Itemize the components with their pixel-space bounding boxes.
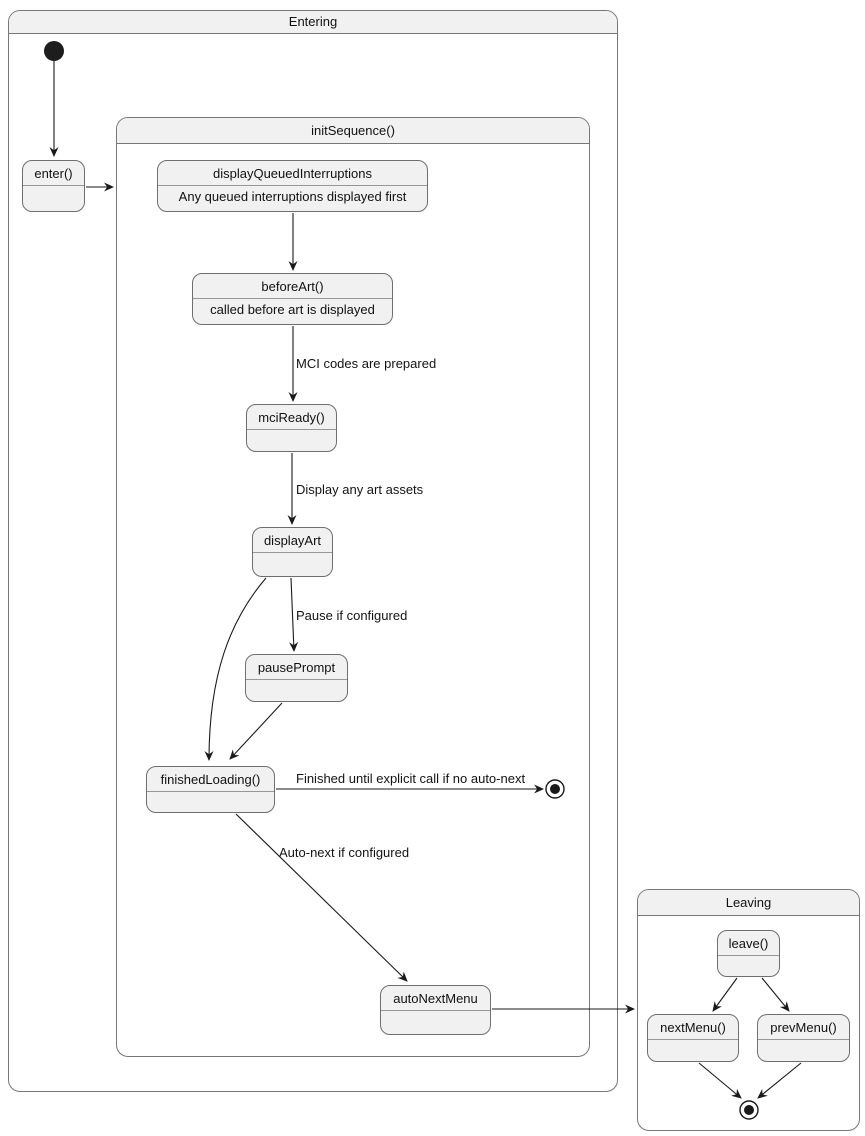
state-mci-ready-body <box>247 430 336 451</box>
state-auto-next-menu: autoNextMenu <box>380 985 491 1035</box>
state-pause-prompt-title: pausePrompt <box>246 655 347 680</box>
state-display-queued-interruptions-body: Any queued interruptions displayed first <box>178 189 407 204</box>
state-display-queued-interruptions: displayQueuedInterruptions Any queued in… <box>157 160 428 212</box>
state-before-art: beforeArt() called before art is display… <box>192 273 393 325</box>
transition-label-finished: Finished until explicit call if no auto-… <box>296 771 526 786</box>
state-pause-prompt-body <box>246 680 347 701</box>
state-display-art-body <box>253 553 332 576</box>
container-entering-title: Entering <box>9 11 617 34</box>
state-before-art-body: called before art is displayed <box>210 302 375 317</box>
transition-label-pause: Pause if configured <box>296 608 408 623</box>
state-leave-body <box>718 956 779 976</box>
transition-label-mci-codes: MCI codes are prepared <box>296 356 437 371</box>
container-leaving-title: Leaving <box>638 890 859 916</box>
state-enter-title: enter() <box>23 161 84 186</box>
state-next-menu: nextMenu() <box>647 1014 739 1062</box>
state-next-menu-body <box>648 1040 738 1061</box>
transition-label-auto-next: Auto-next if configured <box>279 845 410 860</box>
state-finished-loading-body <box>147 792 274 812</box>
container-init-sequence: initSequence() <box>116 117 590 1057</box>
state-display-art-title: displayArt <box>253 528 332 553</box>
state-auto-next-menu-title: autoNextMenu <box>381 986 490 1011</box>
state-enter-body <box>23 186 84 211</box>
state-finished-loading: finishedLoading() <box>146 766 275 813</box>
state-before-art-title: beforeArt() <box>193 274 392 299</box>
state-enter: enter() <box>22 160 85 212</box>
container-leaving: Leaving <box>637 889 860 1131</box>
state-leave: leave() <box>717 930 780 977</box>
state-finished-loading-title: finishedLoading() <box>147 767 274 792</box>
state-next-menu-title: nextMenu() <box>648 1015 738 1040</box>
state-prev-menu: prevMenu() <box>757 1014 850 1062</box>
state-display-queued-interruptions-title: displayQueuedInterruptions <box>158 161 427 186</box>
state-leave-title: leave() <box>718 931 779 956</box>
state-prev-menu-title: prevMenu() <box>758 1015 849 1040</box>
state-display-art: displayArt <box>252 527 333 577</box>
state-pause-prompt: pausePrompt <box>245 654 348 702</box>
state-mci-ready: mciReady() <box>246 404 337 452</box>
state-mci-ready-title: mciReady() <box>247 405 336 430</box>
state-prev-menu-body <box>758 1040 849 1061</box>
transition-label-display-assets: Display any art assets <box>296 482 424 497</box>
container-init-sequence-title: initSequence() <box>117 118 589 144</box>
state-auto-next-menu-body <box>381 1011 490 1034</box>
